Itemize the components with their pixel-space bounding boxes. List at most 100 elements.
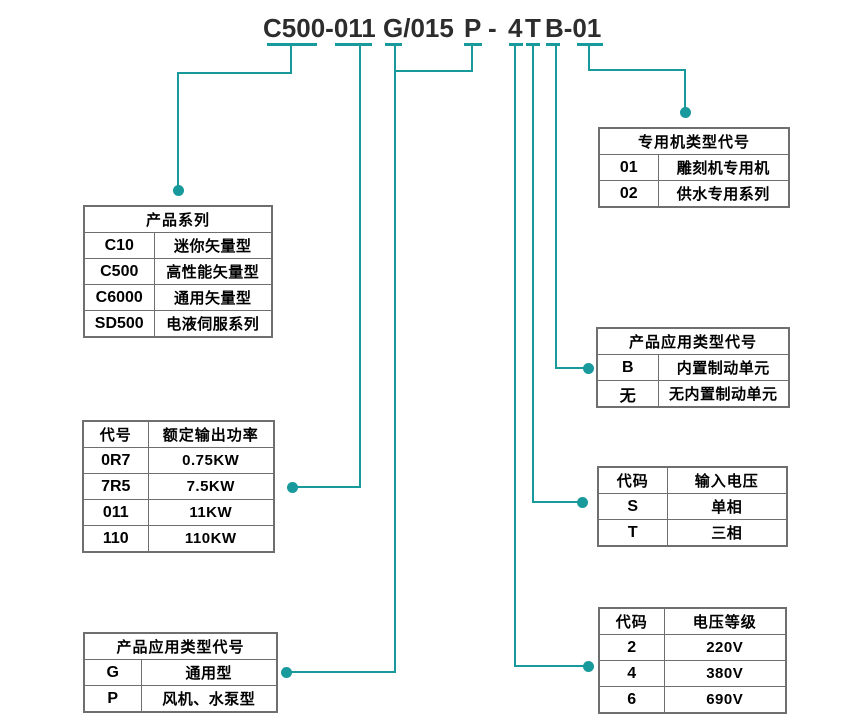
connector-dot-special — [680, 107, 691, 118]
segment-underline — [464, 43, 482, 46]
code-cell: 无 — [596, 380, 659, 408]
col-header-desc: 输入电压 — [666, 466, 788, 494]
connector-line — [532, 45, 534, 503]
connector-dot-application — [281, 667, 292, 678]
code-cell: T — [597, 519, 668, 547]
desc-cell: 0.75KW — [147, 447, 275, 474]
table-row: 01 雕刻机专用机 — [598, 154, 790, 181]
code-cell: C10 — [83, 232, 155, 259]
table-row: 02 供水专用系列 — [598, 180, 790, 208]
voltage-class-table: 代码 电压等级 2 220V 4 380V 6 690V — [598, 607, 787, 714]
code-cell: SD500 — [83, 310, 155, 338]
code-cell: C500 — [83, 258, 155, 285]
desc-cell: 690V — [663, 686, 787, 714]
desc-cell: 电液伺服系列 — [153, 310, 273, 338]
table-header-row: 代号 额定输出功率 — [82, 420, 275, 448]
model-segment-dash: - — [488, 13, 497, 43]
code-cell: 2 — [598, 634, 665, 661]
segment-underline — [526, 43, 540, 46]
desc-cell: 雕刻机专用机 — [657, 154, 790, 181]
connector-line — [177, 72, 292, 74]
desc-cell: 通用型 — [140, 659, 278, 686]
table-header-row: 产品应用类型代号 — [83, 632, 278, 660]
code-cell: 7R5 — [82, 473, 149, 500]
code-cell: 4 — [598, 660, 665, 687]
table-header-row: 代码 输入电压 — [597, 466, 788, 494]
input-voltage-table: 代码 输入电压 S 单相 T 三相 — [597, 466, 788, 547]
code-cell: 01 — [598, 154, 659, 181]
table-row: C6000 通用矢量型 — [83, 284, 273, 311]
code-cell: 110 — [82, 525, 149, 553]
table-header-row: 代码 电压等级 — [598, 607, 787, 635]
code-cell: C6000 — [83, 284, 155, 311]
desc-cell: 高性能矢量型 — [153, 258, 273, 285]
table-row: 7R5 7.5KW — [82, 473, 275, 500]
col-header-code: 代码 — [598, 607, 665, 635]
connector-line — [514, 45, 516, 667]
brake-unit-table: 产品应用类型代号 B 内置制动单元 无 无内置制动单元 — [596, 327, 790, 408]
desc-cell: 380V — [663, 660, 787, 687]
connector-line — [177, 72, 179, 186]
connector-line — [290, 45, 292, 74]
table-row: C500 高性能矢量型 — [83, 258, 273, 285]
model-segment-duty: P — [464, 13, 482, 43]
col-header-code: 代号 — [82, 420, 149, 448]
segment-underline — [267, 43, 317, 46]
connector-line — [684, 69, 686, 113]
connector-dot-series — [173, 185, 184, 196]
connector-line — [286, 671, 396, 673]
code-cell: 0R7 — [82, 447, 149, 474]
product-series-table: 产品系列 C10 迷你矢量型 C500 高性能矢量型 C6000 通用矢量型 S… — [83, 205, 273, 338]
segment-underline — [385, 43, 402, 46]
table-row: 110 110KW — [82, 525, 275, 553]
table-row: 0R7 0.75KW — [82, 447, 275, 474]
code-cell: P — [83, 685, 142, 713]
code-cell: 02 — [598, 180, 659, 208]
connector-line — [555, 45, 557, 369]
connector-line — [588, 45, 590, 71]
col-header-code: 代码 — [597, 466, 668, 494]
table-row: 2 220V — [598, 634, 787, 661]
table-row: 011 11KW — [82, 499, 275, 526]
table-row: 无 无内置制动单元 — [596, 380, 790, 408]
desc-cell: 11KW — [147, 499, 275, 526]
table-row: G 通用型 — [83, 659, 278, 686]
table-header-row: 产品应用类型代号 — [596, 327, 790, 355]
connector-dot-input-voltage — [577, 497, 588, 508]
table-title: 产品应用类型代号 — [596, 327, 790, 355]
desc-cell: 风机、水泵型 — [140, 685, 278, 713]
special-machine-table: 专用机类型代号 01 雕刻机专用机 02 供水专用系列 — [598, 127, 790, 208]
code-cell: 6 — [598, 686, 665, 714]
connector-line — [359, 45, 361, 488]
table-row: B 内置制动单元 — [596, 354, 790, 381]
model-segment-application: G/015 — [383, 13, 454, 43]
desc-cell: 供水专用系列 — [657, 180, 790, 208]
model-segment-input-phase: T — [525, 13, 541, 43]
col-header-desc: 电压等级 — [663, 607, 787, 635]
desc-cell: 无内置制动单元 — [657, 380, 790, 408]
connector-line — [292, 486, 361, 488]
table-header-row: 专用机类型代号 — [598, 127, 790, 155]
desc-cell: 220V — [663, 634, 787, 661]
table-title: 产品系列 — [83, 205, 273, 233]
segment-underline — [546, 43, 560, 46]
code-cell: G — [83, 659, 142, 686]
code-cell: 011 — [82, 499, 149, 526]
table-row: SD500 电液伺服系列 — [83, 310, 273, 338]
table-row: 4 380V — [598, 660, 787, 687]
segment-underline — [577, 43, 603, 46]
connector-line — [515, 665, 589, 667]
model-segment-series: C500-011 — [263, 13, 376, 43]
connector-line — [533, 501, 583, 503]
desc-cell: 内置制动单元 — [657, 354, 790, 381]
desc-cell: 110KW — [147, 525, 275, 553]
connector-dot-brake — [583, 363, 594, 374]
application-type-table: 产品应用类型代号 G 通用型 P 风机、水泵型 — [83, 632, 278, 713]
table-row: T 三相 — [597, 519, 788, 547]
table-title: 产品应用类型代号 — [83, 632, 278, 660]
code-cell: S — [597, 493, 668, 520]
desc-cell: 迷你矢量型 — [153, 232, 273, 259]
segment-underline — [335, 43, 372, 46]
connector-dot-voltage-class — [583, 661, 594, 672]
